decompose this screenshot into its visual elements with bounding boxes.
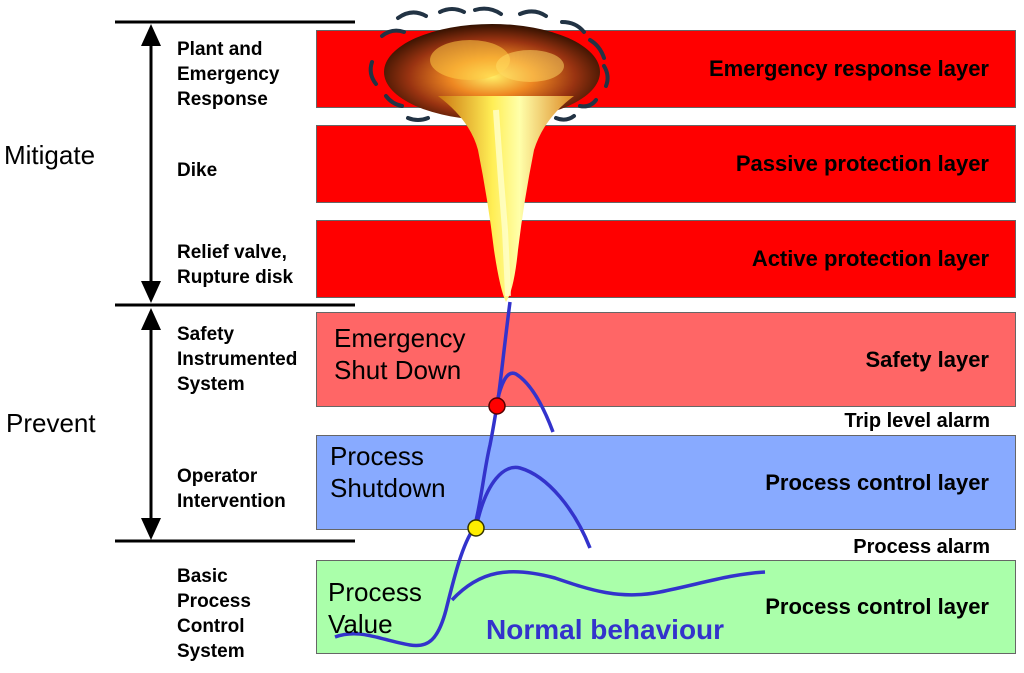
prevent-label: Prevent [6,408,96,438]
sis-label: Safety Instrumented System [177,324,298,395]
normal-behaviour-curve [450,569,766,602]
emergency-shutdown-title: Emergency Shut Down [334,323,466,385]
active-protection-band: Active protection layer [316,220,1016,298]
relief-valve-label: Relief valve, Rupture disk [177,242,294,288]
mitigate-label: Mitigate [4,140,96,170]
operator-intervention-label: Operator Intervention [177,466,286,512]
process-value-title: Process Value [328,577,422,639]
safety-band: Safety layer [316,312,1016,407]
emergency-response-layer-label: Emergency response layer [708,56,989,81]
process-shutdown-excursion [474,465,592,549]
passive-protection-layer-label: Passive protection layer [735,151,989,176]
process-shutdown-title: Process Shutdown [330,441,446,503]
process-control-layer-label-upper: Process control layer [765,469,989,495]
prevent-double-arrow [141,308,161,540]
process-control-band-upper: Process control layer [316,435,1016,530]
bpcs-label: Basic Process Control System [177,566,251,662]
plant-emergency-response-label: Plant and Emergency Response [177,39,280,110]
trip-level-alarm-label: Trip level alarm [844,410,990,432]
safety-layer-label: Safety layer [865,346,989,372]
process-control-layer-label-lower: Process control layer [765,594,989,619]
passive-protection-band: Passive protection layer [316,125,1016,203]
emergency-shutdown-excursion [495,371,555,433]
explosion-illustration [368,6,610,302]
trip-level-marker [488,397,506,415]
dike-label: Dike [177,160,218,181]
process-alarm-marker [467,519,485,537]
active-protection-layer-label: Active protection layer [751,246,989,271]
normal-behaviour-label: Normal behaviour [486,614,725,645]
process-alarm-label: Process alarm [853,536,990,558]
mitigate-double-arrow [141,24,161,303]
